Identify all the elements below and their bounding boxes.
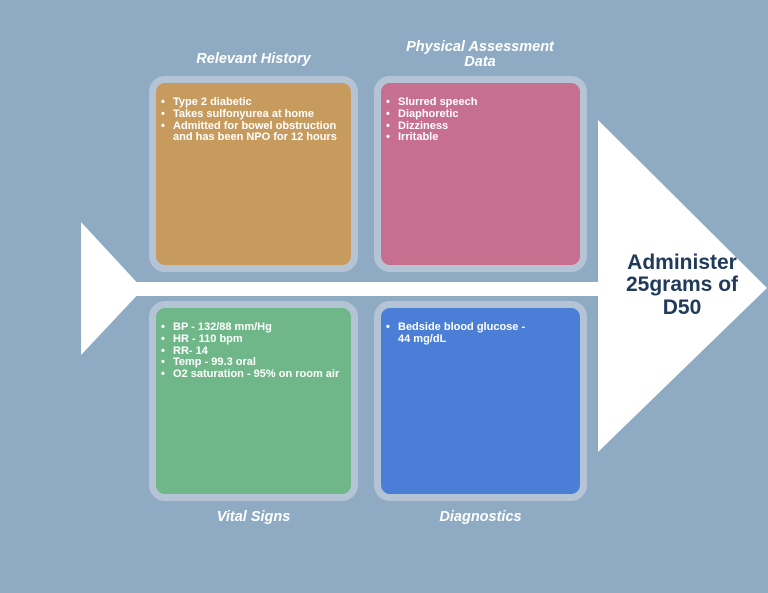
diagnostics-list: Bedside blood glucose - 44 mg/dL	[381, 308, 580, 346]
arrow-tail-icon	[81, 222, 143, 355]
vital-signs-label: Vital Signs	[216, 509, 291, 525]
relevant-history-box: Type 2 diabetic Takes sulfonyurea at hom…	[149, 76, 358, 272]
relevant-history-list: Type 2 diabetic Takes sulfonyurea at hom…	[156, 83, 351, 144]
list-item: O2 saturation - 95% on room air	[160, 368, 349, 381]
arrowhead-icon	[598, 120, 767, 452]
list-item: RR- 14	[160, 345, 349, 358]
list-item: BP - 132/88 mm/Hg	[160, 321, 349, 334]
vital-signs-box: BP - 132/88 mm/Hg HR - 110 bpm RR- 14 Te…	[149, 301, 358, 501]
list-item: Takes sulfonyurea at home	[160, 108, 349, 121]
relevant-history-label: Relevant History	[196, 51, 311, 67]
physical-assessment-data-box: Slurred speech Diaphoretic Dizziness Irr…	[374, 76, 587, 272]
list-item: Temp - 99.3 oral	[160, 357, 349, 369]
arrow-shaft	[136, 282, 600, 296]
list-item: Admitted for bowel obstruction and has b…	[160, 120, 349, 145]
diagnostics-box: Bedside blood glucose - 44 mg/dL	[374, 301, 587, 501]
list-item: Irritable	[385, 132, 578, 144]
vital-signs-list: BP - 132/88 mm/Hg HR - 110 bpm RR- 14 Te…	[156, 308, 351, 381]
list-item: Slurred speech	[385, 96, 578, 109]
physical-assessment-data-list: Slurred speech Diaphoretic Dizziness Irr…	[381, 83, 580, 144]
list-item: HR - 110 bpm	[160, 333, 349, 346]
diagnostics-label: Diagnostics	[439, 509, 522, 525]
physical-assessment-data-label: Physical Assessment Data	[406, 39, 554, 71]
list-item: Bedside blood glucose - 44 mg/dL	[385, 321, 533, 346]
list-item: Diaphoretic	[385, 108, 578, 121]
list-item: Type 2 diabetic	[160, 96, 349, 109]
conclusion-text: Administer 25grams of D50	[625, 251, 739, 319]
list-item: Dizziness	[385, 120, 578, 133]
